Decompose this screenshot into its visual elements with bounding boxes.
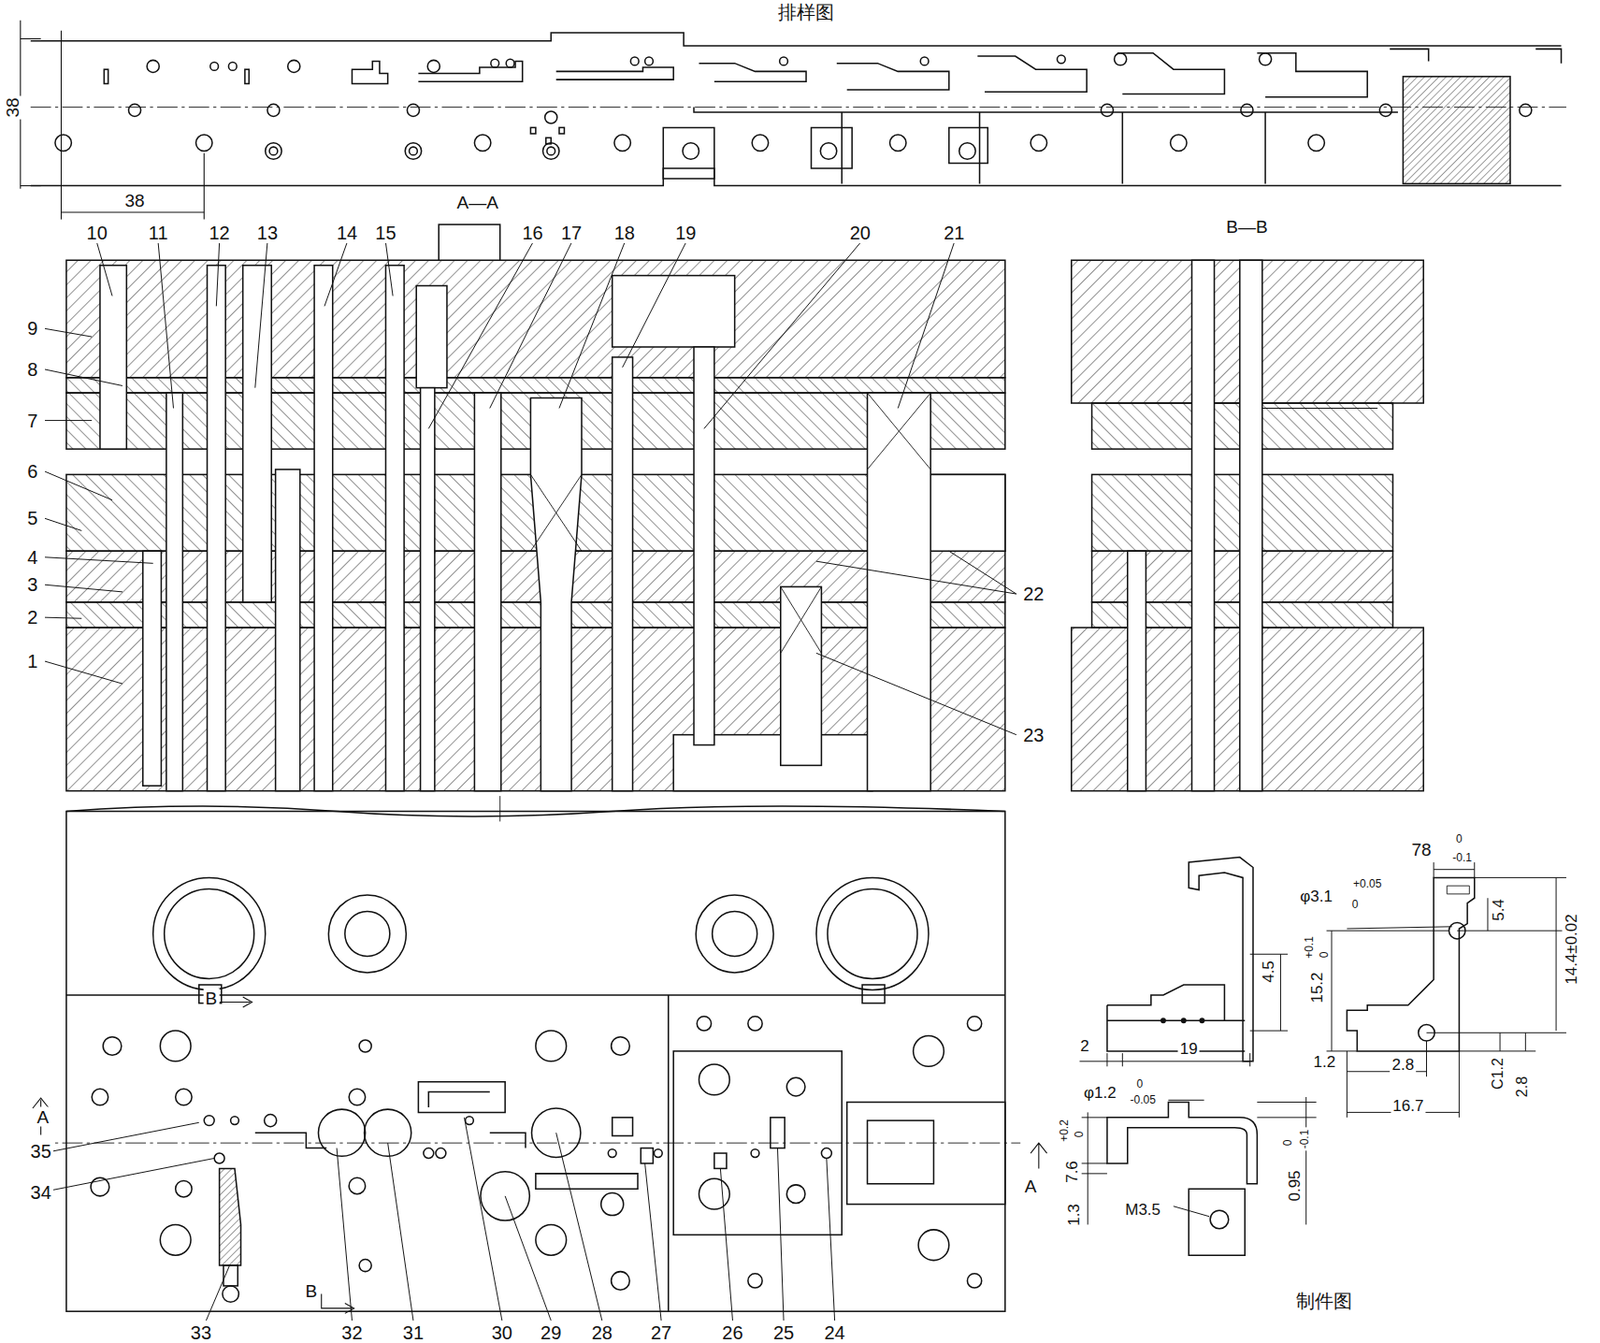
callout-number: 3 <box>25 574 40 595</box>
callout-number: 15 <box>373 222 398 244</box>
dimension-label: M3.5 <box>1123 1200 1163 1219</box>
callout-number: 14 <box>334 222 360 244</box>
dimension-label: A <box>1023 1175 1039 1196</box>
dimension-label: 0 <box>1135 1077 1146 1091</box>
callout-number: 21 <box>941 222 966 244</box>
callout-number: 35 <box>28 1140 54 1162</box>
callout-number: 11 <box>146 222 171 244</box>
callout-number: 23 <box>1021 724 1046 746</box>
dimension-label: 78 <box>1409 838 1433 859</box>
dimension-label: 14.4±0.02 <box>1562 911 1581 987</box>
callout-number: 24 <box>821 1322 847 1343</box>
dimension-label: 7.6 <box>1062 1158 1081 1185</box>
callout-number: 22 <box>1021 583 1046 605</box>
callout-number: 13 <box>255 222 280 244</box>
dimension-label: B—B <box>1224 216 1269 237</box>
callout-number: 7 <box>25 410 40 432</box>
dimension-label: 0 <box>1281 1138 1295 1149</box>
dimension-label: 5.4 <box>1488 897 1507 924</box>
dimension-label: +0.2 <box>1057 1117 1071 1144</box>
dimension-label: 1.3 <box>1064 1201 1082 1228</box>
dimension-label: +0.05 <box>1351 877 1384 891</box>
callout-number: 31 <box>401 1322 426 1343</box>
dimension-label: -0.1 <box>1450 850 1474 865</box>
dimension-label: 0 <box>1317 950 1331 961</box>
callout-number: 9 <box>25 317 40 339</box>
dimension-label: 0 <box>1072 1129 1086 1140</box>
dimension-label: B <box>203 988 220 1009</box>
callout-number: 25 <box>771 1322 796 1343</box>
dimension-label: A—A <box>454 192 500 213</box>
callout-number: 34 <box>28 1181 54 1203</box>
dimension-label: -0.1 <box>1297 1126 1312 1151</box>
callout-number: 32 <box>339 1322 364 1343</box>
dimension-label: A <box>34 1106 51 1126</box>
callout-number: 6 <box>25 461 40 482</box>
dimension-label: φ3.1 <box>1297 887 1335 906</box>
dimension-label: 1.2 <box>1311 1052 1339 1070</box>
callout-number: 2 <box>25 606 40 628</box>
callout-number: 20 <box>848 222 873 244</box>
callout-number: 28 <box>590 1322 615 1343</box>
dimension-label: 15.2 <box>1307 970 1326 1006</box>
callout-number: 5 <box>25 507 40 529</box>
callout-number: 27 <box>648 1322 674 1343</box>
callout-number: 1 <box>25 650 40 672</box>
dimension-label: B <box>302 1281 319 1301</box>
dimension-label: 0.95 <box>1284 1167 1303 1203</box>
callout-number: 33 <box>188 1322 214 1343</box>
dimension-label: 16.7 <box>1390 1095 1426 1114</box>
callout-number: 10 <box>85 222 110 244</box>
callout-number: 18 <box>612 222 637 244</box>
dimension-label: 制件图 <box>1294 1290 1355 1312</box>
dimension-label: 2 <box>1078 1037 1091 1055</box>
callout-number: 29 <box>538 1322 563 1343</box>
callout-number: 8 <box>25 359 40 380</box>
dimension-label: +0.1 <box>1302 934 1316 961</box>
dimension-label: 排样图 <box>776 1 837 23</box>
dimension-label: 0 <box>1350 897 1361 911</box>
dimension-label: 2.8 <box>1513 1074 1531 1099</box>
callout-number: 4 <box>25 547 40 568</box>
dimension-label: C1.2 <box>1489 1055 1507 1092</box>
dimension-label: 2.8 <box>1390 1055 1417 1074</box>
callout-number: 30 <box>490 1322 515 1343</box>
dimension-label: 4.5 <box>1259 958 1278 985</box>
dimension-label: -0.05 <box>1127 1093 1157 1107</box>
callout-number: 12 <box>206 222 231 244</box>
callout-number: 16 <box>519 222 545 244</box>
callout-number: 26 <box>720 1322 745 1343</box>
callout-number: 17 <box>559 222 584 244</box>
dimension-label: 38 <box>2 95 23 119</box>
dimension-label: 0 <box>1454 832 1465 846</box>
dimension-label: 19 <box>1178 1038 1200 1057</box>
callout-number: 19 <box>673 222 698 244</box>
dimension-label: 38 <box>122 189 146 210</box>
dimension-label: φ1.2 <box>1081 1082 1119 1101</box>
